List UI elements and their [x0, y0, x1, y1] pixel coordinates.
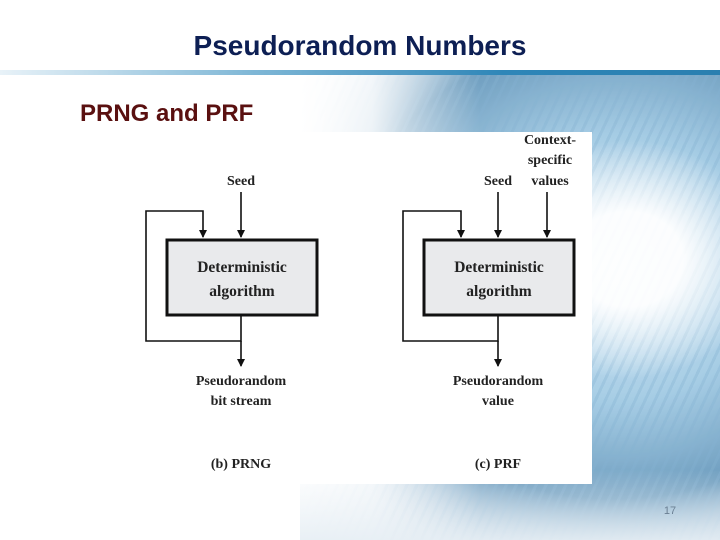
prf-context-line3: values — [531, 174, 569, 189]
prf-feedback-loop — [402, 210, 499, 342]
prng-prf-diagram: Seed Deterministic algorithm Pseudorando… — [135, 132, 592, 484]
prf-algorithm-box — [422, 238, 576, 317]
prf-output-line1: Pseudorandom — [453, 374, 544, 389]
prng-seed-label: Seed — [227, 174, 255, 189]
prng-output-line2: bit stream — [211, 394, 272, 409]
prf-output-line2: value — [482, 394, 514, 409]
slide-number: 17 — [663, 505, 677, 517]
diagram-canvas: Seed Deterministic algorithm Pseudorando… — [145, 133, 576, 472]
prng-output-line1: Pseudorandom — [196, 374, 287, 389]
prng-feedback-loop — [145, 210, 242, 342]
prf-context-line2: specific — [528, 153, 572, 168]
prf-context-line1: Context- — [524, 133, 576, 148]
prng-box-line2: algorithm — [209, 283, 275, 300]
prf-box-line1: Deterministic — [454, 259, 544, 276]
prf-caption: (c) PRF — [475, 457, 521, 472]
prng-algorithm-box — [165, 238, 319, 317]
slide-subtitle: PRNG and PRF — [80, 100, 254, 127]
prf-seed-label: Seed — [484, 174, 512, 189]
slide-title: Pseudorandom Numbers — [193, 30, 527, 61]
prng-caption: (b) PRNG — [211, 457, 271, 472]
prng-box-line1: Deterministic — [197, 259, 287, 276]
prf-box-line2: algorithm — [466, 283, 532, 300]
title-underline — [0, 70, 720, 75]
